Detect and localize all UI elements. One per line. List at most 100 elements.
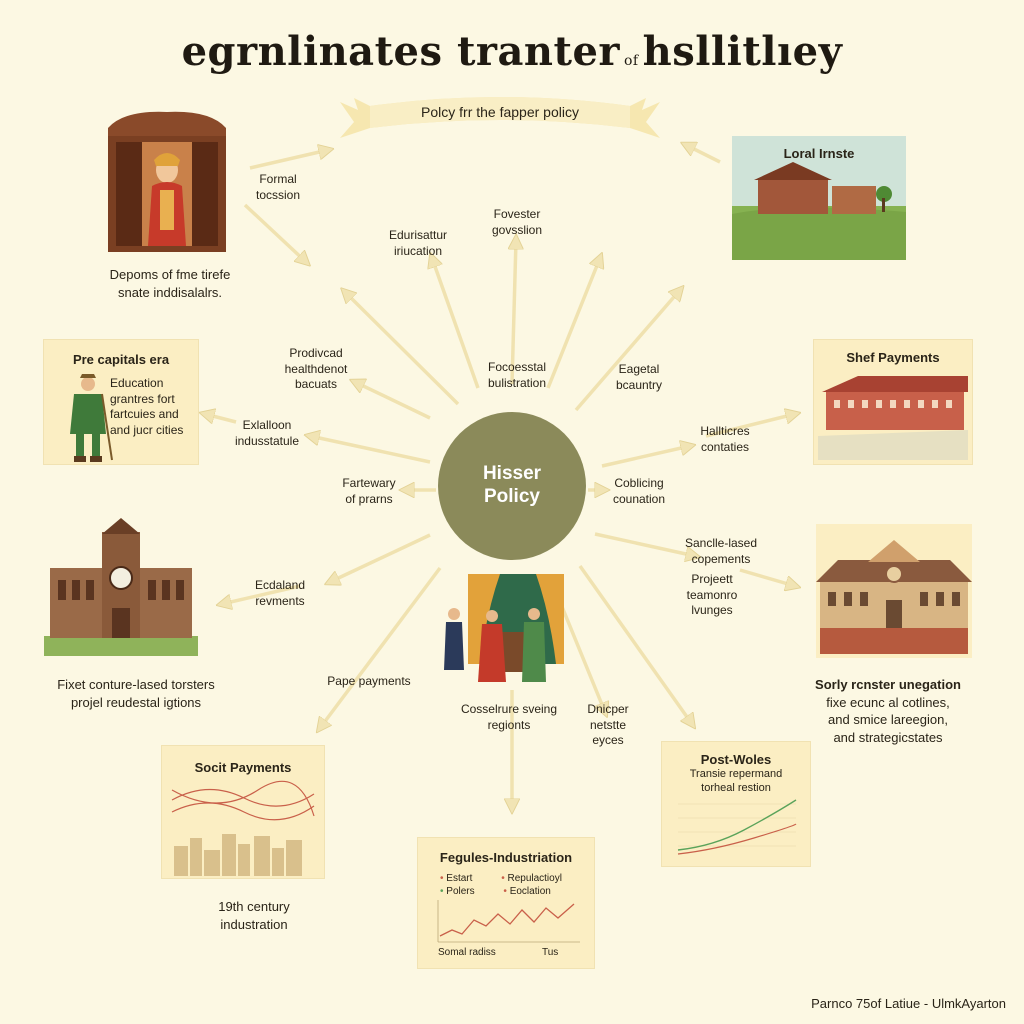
caption-19c: 19th century industration: [196, 898, 312, 933]
label-project-line1: Projeett: [691, 572, 733, 586]
label-factuary-line1: Fartewary: [342, 476, 396, 490]
label-evaluation-line1: Exlalloon: [242, 418, 292, 432]
label-educatur-line1: Edurisattur: [388, 228, 448, 242]
arrow-right-5: [739, 568, 795, 586]
title-small: of: [624, 53, 639, 69]
label-predicated-line3: bacuats: [294, 377, 338, 392]
label-pape: Pape payments: [327, 674, 411, 688]
label-focesstal: Focoesstal bulistration: [474, 360, 560, 391]
label-schole-line2: copements: [691, 551, 751, 566]
meeting-scene-illustration: [444, 574, 564, 682]
arrow-left-5: [222, 584, 301, 604]
card-pre-capitals-title: Pre capitals era: [72, 352, 170, 367]
label-predicated-line2: healthdenot: [284, 361, 348, 376]
social-chart-illustration: [171, 780, 315, 876]
loral-landscape-card: [732, 136, 906, 260]
card-fegules: Fegules-Industriation • Estart • Repulac…: [418, 838, 594, 968]
card-shef-payments: Shef Payments: [814, 340, 972, 464]
arrow-right-6: [578, 564, 692, 724]
label-ecdaland-line1: Ecdaland: [254, 578, 306, 592]
caption-19c-line1: 19th century: [218, 899, 290, 914]
card-pre-capitals-line2: grantres fort: [110, 391, 175, 406]
card-social-payments: Socit Payments: [162, 746, 324, 878]
fegules-chart-illustration: [437, 900, 580, 943]
footer-credit: Parnco 75of Latiue - UlmkAyarton: [811, 996, 1006, 1011]
arrow-left-2: [310, 436, 431, 464]
label-predicated-line1: Prodivcad: [289, 346, 343, 360]
card-pre-capitals-text: Education grantres fort fartcuies and an…: [110, 376, 194, 438]
label-formal-line2: tocssion: [255, 187, 301, 202]
label-healthcres-line1: Hallticres: [700, 424, 750, 438]
label-formal-line1: Formal: [259, 172, 297, 186]
banner-ribbon: [340, 97, 660, 138]
arrow-up-1: [432, 258, 480, 389]
arrow-right-4: [594, 532, 695, 556]
banner-text: Polcy frr the fapper policy: [421, 104, 579, 120]
label-dnicper-line2: netstte: [589, 717, 627, 732]
label-cosselmre: Cosselrure sveing regionts: [450, 702, 568, 733]
card-fegules-legend: • Estart • Repulactioyl • Polers • Eocla…: [440, 873, 562, 897]
card-shef-title: Shef Payments: [846, 350, 940, 365]
label-dnicper: Dnicper netstte eyces: [574, 702, 642, 749]
card-post-woles: Post-Woles Transie repermand torheal res…: [662, 742, 810, 866]
caption-sorly-title: Sorly rcnster unegation: [815, 677, 961, 692]
label-project-right: Projeett teamonro lvunges: [676, 572, 748, 619]
card-loral-title: Loral Irnste: [783, 146, 855, 161]
label-forester-line2: govsslion: [491, 222, 543, 237]
label-cosselmre-line1: Cosselrure sveing: [460, 702, 558, 716]
caption-depoms-line1: Depoms of fme tirefe: [109, 267, 231, 282]
label-educatur-line2: iriucation: [393, 243, 443, 258]
label-predicated: Prodivcad healthdenot bacuats: [274, 346, 358, 393]
fegules-xlabel-2: Tus: [542, 947, 559, 958]
label-eagatal: Eagetal bcauntry: [602, 362, 676, 393]
arrow-down-2: [554, 591, 605, 712]
label-factuary: Fartewary of prarns: [334, 476, 404, 507]
arrow-left-6: [320, 566, 442, 728]
label-ecdaland-line2: revments: [255, 593, 305, 608]
caption-depoms: Depoms of fme tirefe snate inddisalalrs.: [82, 266, 258, 301]
label-educatur: Edurisattur iriucation: [376, 228, 460, 259]
clock-hall-illustration: [44, 518, 198, 656]
arrow-tr: [686, 145, 721, 164]
label-coblicing-line2: counation: [612, 491, 666, 506]
label-schole-line1: Sanclle-lased: [684, 536, 758, 550]
fegules-xlabel-1: Somal radiss: [438, 947, 496, 958]
label-healthcres-line2: contaties: [700, 439, 750, 454]
label-focesstal-line1: Focoesstal: [487, 360, 547, 374]
caption-sorly: Sorly rcnster unegation fixe ecunc al co…: [788, 676, 988, 746]
caption-sorly-line3: and strategicstates: [833, 729, 943, 745]
caption-19c-line2: industration: [220, 916, 288, 932]
card-pre-capitals-line4: and jucr cities: [110, 422, 184, 437]
label-focesstal-line2: bulistration: [487, 375, 547, 390]
label-forester-line1: Fovester: [493, 207, 541, 221]
label-forester: Fovester govsslion: [476, 207, 558, 238]
label-dnicper-line1: Dnicper: [587, 702, 629, 716]
caption-depoms-line2: snate inddisalalrs.: [117, 284, 223, 300]
legend-estart: Estart: [446, 873, 473, 884]
label-evaluation-line2: indusstatule: [234, 433, 300, 448]
hub-line1: Hisser: [482, 463, 542, 485]
town-hall-illustration: [816, 524, 972, 658]
caption-fixet-line2: projel reudestal igtions: [70, 694, 202, 710]
label-dnicper-line3: eyces: [592, 733, 624, 748]
arrow-upright: [574, 290, 680, 412]
caption-sorly-line1: fixe ecunc al cotlines,: [826, 694, 950, 710]
label-formal: Formal tocssion: [240, 172, 316, 203]
arrow-left-1: [355, 382, 431, 420]
label-factuary-line2: of prarns: [345, 491, 393, 506]
legend-repulaction: Repulactioyl: [507, 873, 562, 884]
legend-polers: Polers: [446, 886, 475, 897]
label-cosselmre-line2: regionts: [487, 717, 531, 732]
arrow-tl2: [243, 203, 306, 262]
label-healthcres: Hallticres contaties: [680, 424, 770, 455]
legend-eoclation: Eoclation: [509, 886, 551, 897]
label-project-line3: lvunges: [691, 603, 733, 618]
arrow-up-3: [546, 258, 600, 389]
card-pre-capitals-line3: fartcuies and: [110, 407, 179, 422]
label-eagatal-line2: bcauntry: [615, 377, 663, 392]
arrow-up-2: [512, 240, 516, 385]
label-schole: Sanclle-lased copements: [670, 536, 772, 567]
label-evaluation: Exlalloon indusstatule: [230, 418, 304, 449]
